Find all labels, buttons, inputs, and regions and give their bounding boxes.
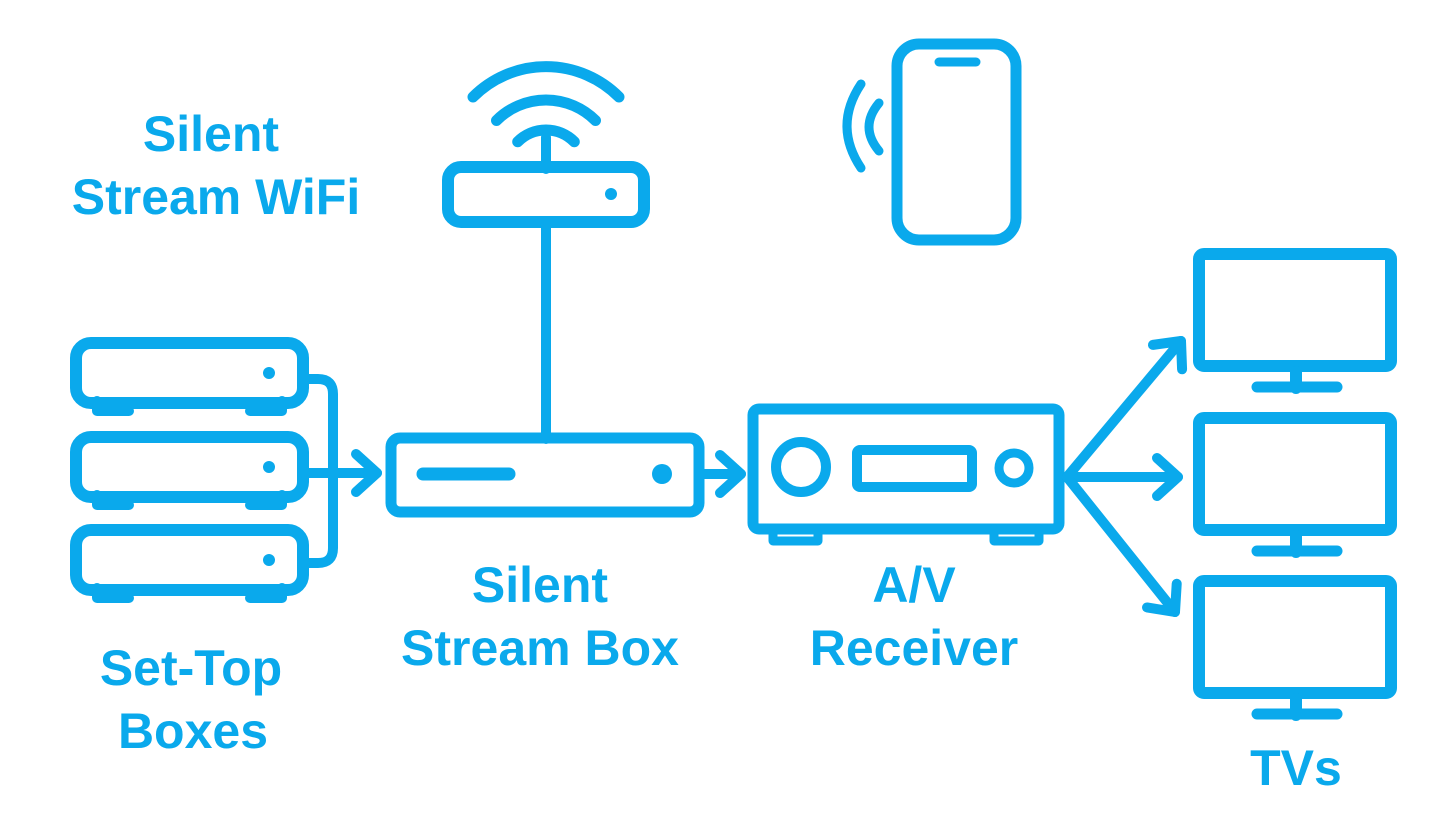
receiver-display — [852, 445, 977, 492]
stb-3-led — [263, 554, 275, 566]
stb-to-streambox-arrow — [298, 374, 382, 568]
phone-wave-outer-icon — [842, 79, 866, 173]
label-silent-stream-box-line2: Stream Box — [401, 620, 679, 676]
tv-3-icon — [1193, 575, 1397, 721]
set-top-box-3-icon — [70, 524, 309, 603]
stream-box-icon — [385, 432, 705, 518]
receiver-to-tv-arrows — [1062, 336, 1188, 617]
stb-2-foot-left — [92, 490, 134, 510]
set-top-box-stack-icon — [70, 337, 309, 603]
stb-2-led — [263, 461, 275, 473]
stb-2-foot-right — [245, 490, 287, 510]
stb-2-body — [70, 431, 309, 503]
streambox-led — [652, 464, 672, 484]
smartphone-icon — [842, 38, 1022, 246]
label-set-top-boxes-line1: Set-Top — [100, 640, 282, 696]
stb-1-led — [263, 367, 275, 379]
arrow-to-tv-1 — [1062, 336, 1188, 482]
label-silent-stream-wifi-line2: Stream WiFi — [72, 169, 361, 225]
router-led — [605, 188, 617, 200]
arrow-to-tv-3 — [1062, 472, 1182, 617]
stb-1-body — [70, 337, 309, 409]
wifi-router-icon — [442, 61, 650, 228]
wifi-wave-inner-icon — [512, 124, 580, 148]
stb-3-foot-right — [245, 583, 287, 603]
stb-1-foot-left — [92, 396, 134, 416]
stb-1-foot-right — [245, 396, 287, 416]
wifi-wave-middle-icon — [491, 94, 601, 126]
tv-stack-icon — [1193, 248, 1397, 721]
tv-1-screen — [1193, 248, 1397, 372]
stb-3-foot-left — [92, 583, 134, 603]
set-top-box-2-icon — [70, 431, 309, 510]
tv-2-icon — [1193, 412, 1397, 558]
av-receiver-icon — [747, 403, 1065, 546]
tv-2-screen — [1193, 412, 1397, 536]
receiver-volume-knob — [771, 437, 831, 497]
phone-body — [891, 38, 1022, 246]
tv-1-icon — [1193, 248, 1397, 394]
wifi-wave-outer-icon — [467, 61, 625, 103]
set-top-box-1-icon — [70, 337, 309, 416]
label-silent-stream-wifi-line1: Silent — [143, 106, 279, 162]
receiver-foot-right — [989, 524, 1044, 546]
receiver-foot-left — [768, 524, 823, 546]
tv-3-screen — [1193, 575, 1397, 699]
label-tvs: TVs — [1250, 740, 1342, 796]
label-av-receiver-line1: A/V — [872, 557, 956, 613]
receiver-body — [747, 403, 1065, 535]
receiver-small-knob — [994, 448, 1034, 488]
phone-wave-inner-icon — [864, 98, 884, 156]
label-set-top-boxes-line2: Boxes — [118, 703, 268, 759]
label-av-receiver-line2: Receiver — [810, 620, 1019, 676]
label-silent-stream-box-line1: Silent — [472, 557, 608, 613]
